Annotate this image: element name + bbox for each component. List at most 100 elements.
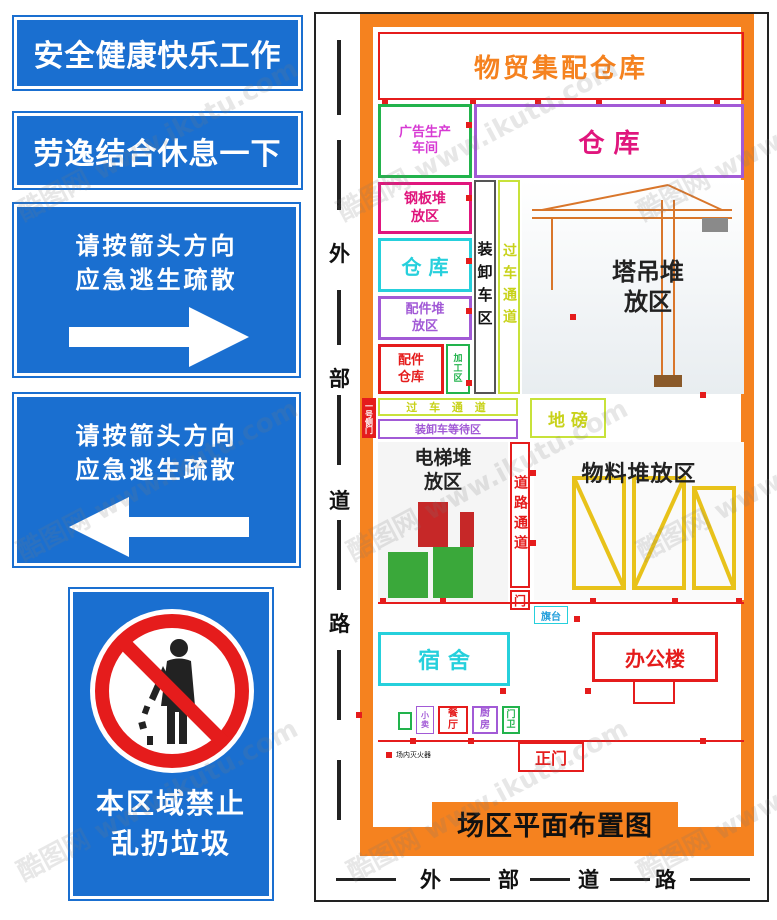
flag-platform: 旗台 — [534, 606, 568, 624]
road-dash — [337, 650, 341, 720]
machining-area: 加工区 — [446, 344, 470, 394]
logistics-warehouse: 物贸集配仓库 — [378, 32, 744, 100]
pass-lane-horizontal: 过 车 通 道 — [378, 398, 518, 416]
elevator-label: 电梯堆放区 — [414, 447, 472, 493]
road-label-left: 外 — [329, 242, 350, 266]
canteen: 餐厅 — [438, 706, 468, 734]
scaffold-icon — [572, 476, 736, 590]
evac-right-line1: 请按箭头方向 — [75, 232, 238, 260]
road-dash — [690, 878, 750, 881]
plan-title: 场区平面布置图 — [432, 802, 678, 844]
small-store: 小卖 — [416, 706, 434, 734]
fire-extinguisher-marker — [736, 598, 742, 604]
parts-storage-area: 配件堆放区 — [378, 296, 472, 340]
evacuation-left-sign: 请按箭头方向 应急逃生疏散 — [14, 394, 299, 566]
arrow-right-icon — [69, 307, 249, 367]
road-dash — [610, 878, 650, 881]
weighbridge: 地 磅 — [530, 398, 606, 438]
safety-sign: 安全健康快乐工作 — [14, 17, 301, 89]
rest-sign: 劳逸结合休息一下 — [14, 113, 301, 188]
fire-extinguisher-marker — [466, 380, 472, 386]
fire-extinguisher-marker — [590, 598, 596, 604]
fire-extinguisher-marker — [466, 308, 472, 314]
guard-house: 门卫 — [502, 706, 520, 734]
parts-warehouse: 配件仓库 — [378, 344, 444, 394]
fire-extinguisher-marker — [440, 598, 446, 604]
evac-right-line2: 应急逃生疏散 — [75, 266, 238, 294]
no-litter-sign: 本区域禁止 乱扔垃圾 — [70, 589, 272, 899]
internal-road — [378, 740, 744, 742]
arrow-left-icon — [69, 497, 249, 557]
road-dash — [337, 395, 341, 465]
steel-plate-area: 钢板堆放区 — [378, 182, 472, 234]
road-label-left: 部 — [329, 367, 350, 391]
fire-extinguisher-marker — [530, 540, 536, 546]
fire-extinguisher-marker — [500, 688, 506, 694]
unload-zone: 装卸车区 — [474, 180, 496, 394]
crane-area-label: 塔吊堆放区 — [612, 258, 684, 316]
fire-extinguisher-marker — [596, 98, 602, 104]
material-storage-area: 物料堆放区 — [534, 442, 744, 600]
no-litter-line1: 本区域禁止 — [95, 787, 246, 820]
fire-extinguisher-marker — [468, 738, 474, 744]
office-annex — [633, 682, 675, 704]
tower-crane-area: 塔吊堆放区 — [522, 180, 744, 394]
pass-lane-vertical: 过车通道 — [498, 180, 520, 394]
warehouse-2: 仓 库 — [378, 238, 472, 292]
fire-extinguisher-marker — [380, 598, 386, 604]
safety-sign-text: 安全健康快乐工作 — [33, 39, 282, 74]
rest-sign-text: 劳逸结合休息一下 — [33, 136, 282, 172]
material-area-label: 物料堆放区 — [581, 462, 697, 487]
fire-extinguisher-marker — [466, 258, 472, 264]
elevator-storage-area: 电梯堆放区 — [378, 442, 508, 602]
fire-extinguisher-marker — [535, 98, 541, 104]
tower-crane-icon — [532, 184, 732, 387]
elevator-icon — [388, 502, 474, 598]
road-label-bottom: 外 — [420, 868, 441, 892]
unload-waiting-area: 装卸车等待区 — [378, 419, 518, 439]
fire-extinguisher-marker — [574, 616, 580, 622]
fire-extinguisher-marker — [700, 738, 706, 744]
side-gate-1: 一号侧门 — [362, 398, 376, 438]
fire-extinguisher-marker — [470, 98, 476, 104]
fire-extinguisher-marker — [466, 195, 472, 201]
evac-left-line1: 请按箭头方向 — [75, 422, 238, 450]
no-littering-icon — [90, 609, 254, 773]
no-litter-line2: 乱扔垃圾 — [110, 827, 231, 860]
dormitory: 宿 舍 — [378, 632, 510, 686]
fire-extinguisher-marker — [660, 98, 666, 104]
road-dash — [337, 760, 341, 820]
road-dash — [336, 878, 396, 881]
road-dash — [337, 520, 341, 590]
road-label-bottom: 部 — [498, 868, 519, 892]
road-dash — [337, 140, 341, 210]
inner-door: 门 — [510, 590, 530, 610]
fire-extinguisher-marker — [714, 98, 720, 104]
fire-extinguisher-marker — [672, 598, 678, 604]
main-gate: 正门 — [518, 742, 584, 772]
fire-extinguisher-marker — [700, 392, 706, 398]
green-block — [398, 712, 412, 730]
fire-extinguisher-marker — [410, 738, 416, 744]
fire-extinguisher-marker — [382, 98, 388, 104]
road-dash — [337, 40, 341, 115]
road-label-bottom: 路 — [655, 868, 676, 892]
fire-extinguisher-marker — [530, 470, 536, 476]
fire-legend-text: 场内灭火器 — [396, 751, 431, 759]
evac-left-line2: 应急逃生疏散 — [75, 456, 238, 484]
internal-road — [378, 602, 744, 604]
kitchen: 厨房 — [472, 706, 498, 734]
evacuation-right-sign: 请按箭头方向 应急逃生疏散 — [14, 204, 299, 376]
fire-extinguisher-marker — [356, 712, 362, 718]
road-lane: 道路通道 — [510, 442, 530, 588]
fire-extinguisher-marker — [466, 122, 472, 128]
road-dash — [337, 290, 341, 345]
road-label-left: 路 — [329, 612, 350, 636]
fire-extinguisher-marker — [585, 688, 591, 694]
fire-extinguisher-marker — [570, 314, 576, 320]
road-dash — [450, 878, 490, 881]
road-label-bottom: 道 — [578, 868, 599, 892]
site-interior — [373, 27, 741, 827]
fire-extinguisher-legend: 场内灭火器 — [386, 750, 431, 760]
road-dash — [530, 878, 570, 881]
